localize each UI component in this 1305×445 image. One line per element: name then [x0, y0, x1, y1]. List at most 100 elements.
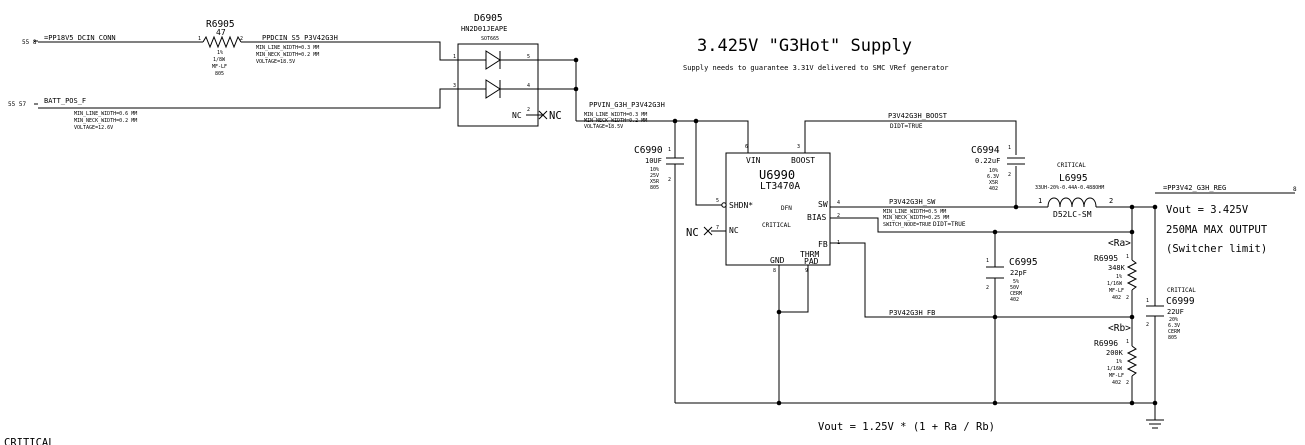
r6995-spec-1: 1%: [1116, 274, 1122, 280]
batt-wire: [38, 88, 482, 109]
c6999-spec-2: 6.3V: [1168, 323, 1180, 329]
c6990-pin2: 2: [668, 177, 671, 183]
u6990-pin-nc: NC: [729, 226, 739, 235]
c6994-ref: C6994: [971, 145, 1000, 156]
u6990-pin-thrm: THRM: [800, 250, 819, 259]
c6994-spec-2: 6.3V: [987, 174, 999, 180]
junction-dot: [776, 309, 782, 315]
d6905-pin-3: 3: [453, 83, 456, 89]
junction-dot: [1129, 204, 1135, 210]
dcin-input-net: 55 8 =PP18V5_DCIN_CONN: [22, 34, 482, 61]
r6996-resistor: <Rb> R6996 200K 1% 1/16W MF-LF 402 1 2: [1094, 323, 1138, 386]
d6905-dual-diode: D6905 HN2D01JEAPE SOT665 1 3 5 4 2 NC NC: [453, 13, 562, 127]
r6996-spec-1: 1%: [1116, 359, 1122, 365]
batt-input-net: 55 57 BATT_POS_F MIN_LINE_WIDTH=0.6 MM M…: [8, 88, 482, 131]
capacitor-plates-icon: [1007, 157, 1025, 165]
capacitor-plates-icon: [666, 155, 684, 170]
d6905-pin-2: 2: [527, 107, 530, 113]
dcin-page-ref: 55 8: [22, 39, 37, 46]
r6996-spec-3: MF-LF: [1109, 373, 1124, 379]
junction-dot: [693, 118, 699, 124]
batt-net-label: BATT_POS_F: [44, 97, 86, 105]
ppdcin-prop-3: VOLTAGE=18.5V: [256, 59, 295, 65]
d6905-body: [457, 43, 539, 127]
junction-dot: [573, 86, 579, 92]
r6905-ref: R6905: [206, 19, 235, 30]
d6905-nc-label: NC: [512, 111, 522, 120]
c6994-capacitor: C6994 0.22uF 10% 6.3V X5R 402 1 2: [971, 145, 1025, 192]
u6990-pin-pad: PAD: [804, 257, 819, 266]
r6996-ref: R6996: [1094, 339, 1118, 348]
u6990-pin-fb: FB: [818, 240, 828, 249]
boost-net-name: P3V42G3H_BOOST: [888, 112, 948, 120]
c6994-value: 0.22uF: [975, 157, 1000, 165]
u6990-package: DFN: [781, 205, 792, 212]
sw-prop-1: MIN_LINE_WIDTH=0.5 MM: [883, 209, 946, 215]
c6994-spec-4: 402: [989, 186, 998, 192]
fb-wire: [830, 242, 1132, 318]
l6995-pin1: 1: [1038, 197, 1042, 205]
sw-net-name: P3V42G3H_SW: [889, 198, 936, 206]
c6995-spec-4: 402: [1010, 297, 1019, 303]
d6905-nc-ext: NC: [549, 110, 562, 122]
r6995-ref: R6995: [1094, 254, 1118, 263]
boost-wire: [804, 120, 1017, 207]
resistor-zigzag-icon: [1126, 345, 1138, 377]
r6905-resistor: R6905 47 1 2 1% 1/8W MF-LF 805: [198, 19, 243, 77]
junction-dot: [1129, 400, 1135, 406]
output-note-max: 250MA MAX OUTPUT: [1166, 224, 1268, 236]
page-subtitle: Supply needs to guarantee 3.31V delivere…: [683, 64, 949, 72]
u6990-pinnum-boost: 3: [797, 144, 800, 150]
capacitor-plates-icon: [1146, 305, 1164, 317]
ppvin-wire: [576, 120, 749, 403]
junction-dot: [1129, 229, 1135, 235]
u6990-pinnum-bias: 2: [837, 213, 840, 219]
u6990-part: LT3470A: [760, 181, 800, 192]
resistor-zigzag-icon: [202, 35, 242, 49]
u6990-critical: CRITICAL: [762, 222, 791, 229]
u6990-pin-gnd: GND: [770, 256, 785, 265]
r6905-spec-1: 1%: [217, 50, 223, 56]
ppdcin-prop-1: MIN_LINE_WIDTH=0.3 MM: [256, 45, 319, 51]
u6990-pinnum-pad: 9: [805, 268, 808, 274]
u6990-ref: U6990: [759, 168, 795, 182]
dcin-wire: [38, 41, 482, 61]
c6990-pin1: 1: [668, 147, 671, 153]
u6990-pinnum-sw: 4: [837, 200, 840, 206]
u6990-pinnum-gnd: 8: [773, 268, 776, 274]
ppvin-net-name: PPVIN_G3H_P3V42G3H: [589, 101, 665, 109]
c6999-ref: C6999: [1166, 296, 1195, 307]
r6995-spec-2: 1/16W: [1107, 281, 1123, 287]
c6995-capacitor: C6995 22pF 5% 50V CERM 402 1 2: [986, 257, 1038, 303]
c6999-value: 22UF: [1167, 308, 1184, 316]
d6905-part: HN2D01JEAPE: [461, 25, 507, 33]
c6994-pin1: 1: [1008, 145, 1011, 151]
c6990-value: 10UF: [645, 157, 662, 165]
c6990-ref: C6990: [634, 145, 663, 156]
batt-prop-2: MIN_NECK_WIDTH=0.2 MM: [74, 118, 137, 124]
u6990-pin-vin: VIN: [746, 156, 761, 165]
resistor-zigzag-icon: [1126, 259, 1138, 291]
r6996-spec-2: 1/16W: [1107, 366, 1123, 372]
r6996-tag: <Rb>: [1108, 323, 1131, 334]
r6995-pin1: 1: [1126, 254, 1129, 260]
u6990-nc-ext: NC: [686, 227, 699, 239]
junction-dot: [1152, 400, 1158, 406]
c6995-value: 22pF: [1010, 269, 1027, 277]
ground-wire: [675, 265, 1155, 404]
nc-cross-icon: [703, 226, 713, 236]
ppdcin-prop-2: MIN_NECK_WIDTH=0.2 MM: [256, 52, 319, 58]
d6905-pin-4: 4: [527, 83, 530, 89]
diode-lower-icon: [482, 79, 538, 99]
r6905-spec-4: 805: [215, 71, 224, 77]
c6995-spec-3: CERM: [1010, 291, 1022, 297]
output-page-ref: 8: [1293, 186, 1297, 193]
output-net-label: =PP3V42_G3H_REG: [1163, 184, 1226, 192]
c6995-spec-1: 5%: [1013, 279, 1019, 285]
l6995-pin2: 2: [1109, 197, 1113, 205]
nc-cross-icon: [538, 110, 548, 120]
inductor-coil-icon: [1047, 197, 1097, 208]
ppdcin-net-label: PPDCIN_S5_P3V42G3H MIN_LINE_WIDTH=0.3 MM…: [256, 34, 338, 65]
output-note-limit: (Switcher limit): [1166, 243, 1267, 255]
